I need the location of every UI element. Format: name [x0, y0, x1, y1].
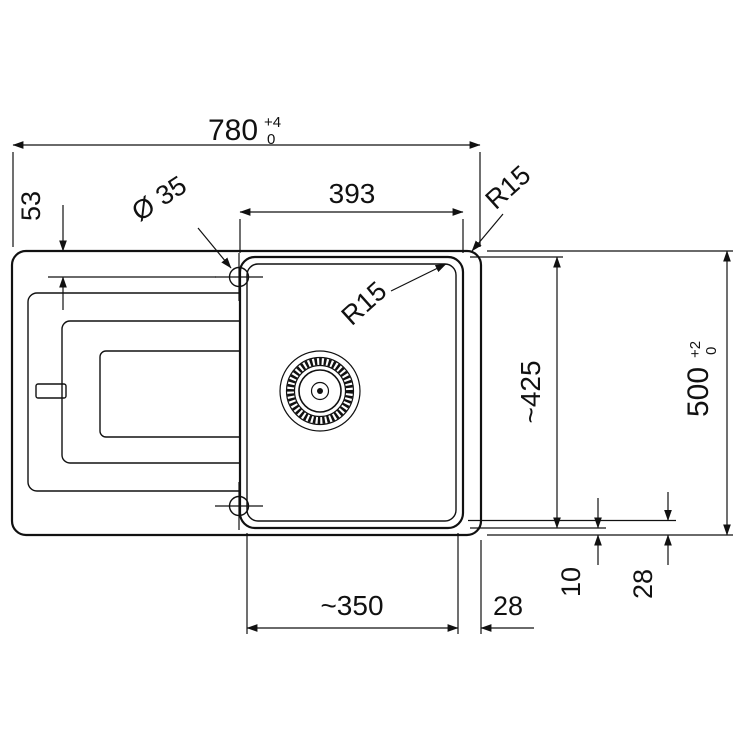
dim-overall-width-tol-plus: +4 [264, 114, 281, 131]
dim-overall-depth-tol-minus: 0 [703, 347, 720, 355]
leader-radius-bowl [390, 263, 447, 292]
dim-bottom-gap-label: 10 [556, 567, 586, 597]
dim-overall-width-tol-minus: 0 [267, 131, 275, 148]
drain-center-dot [317, 388, 323, 394]
drain-ring-circle [285, 356, 355, 426]
extension-lines [12, 152, 733, 634]
drainer-slot [35, 383, 67, 399]
dim-overall-depth-tol-plus: +2 [687, 341, 704, 358]
dimension-lines [12, 141, 731, 632]
tap-hole-top [215, 253, 263, 301]
dim-overall-depth-label: 500 [682, 367, 715, 417]
drainer-board [27, 292, 253, 492]
dim-overall-width-label: 780 [208, 114, 258, 147]
dim-right-edge-label: 28 [493, 591, 523, 621]
leader-radius-outer [471, 213, 504, 252]
dim-bottom-edge-label: 28 [628, 569, 658, 599]
dim-bowl-length-label: ~425 [515, 360, 546, 423]
dim-bowl-bottom-width-label: ~350 [320, 590, 383, 621]
drain-basket-circle [293, 364, 347, 418]
dim-radius-outer-label: R15 [480, 160, 537, 215]
drainer-middle-contour [61, 320, 253, 464]
dim-bowl-top-width-label: 393 [329, 178, 376, 209]
drain-knurled-ring [287, 358, 353, 424]
drainer-inner-contour [99, 350, 253, 438]
drain-outer-circle [279, 350, 361, 432]
dim-tap-offset-label: 53 [16, 191, 46, 221]
drain-waste [279, 350, 361, 432]
leader-tap-hole-diameter [197, 227, 232, 269]
drain-center-circle [310, 381, 330, 401]
bowl-inner-rim [246, 263, 457, 522]
dim-tap-hole-diameter-label: Ø 35 [126, 170, 191, 227]
drain-strainer-circle [298, 369, 342, 413]
tap-hole-bottom [215, 482, 263, 530]
